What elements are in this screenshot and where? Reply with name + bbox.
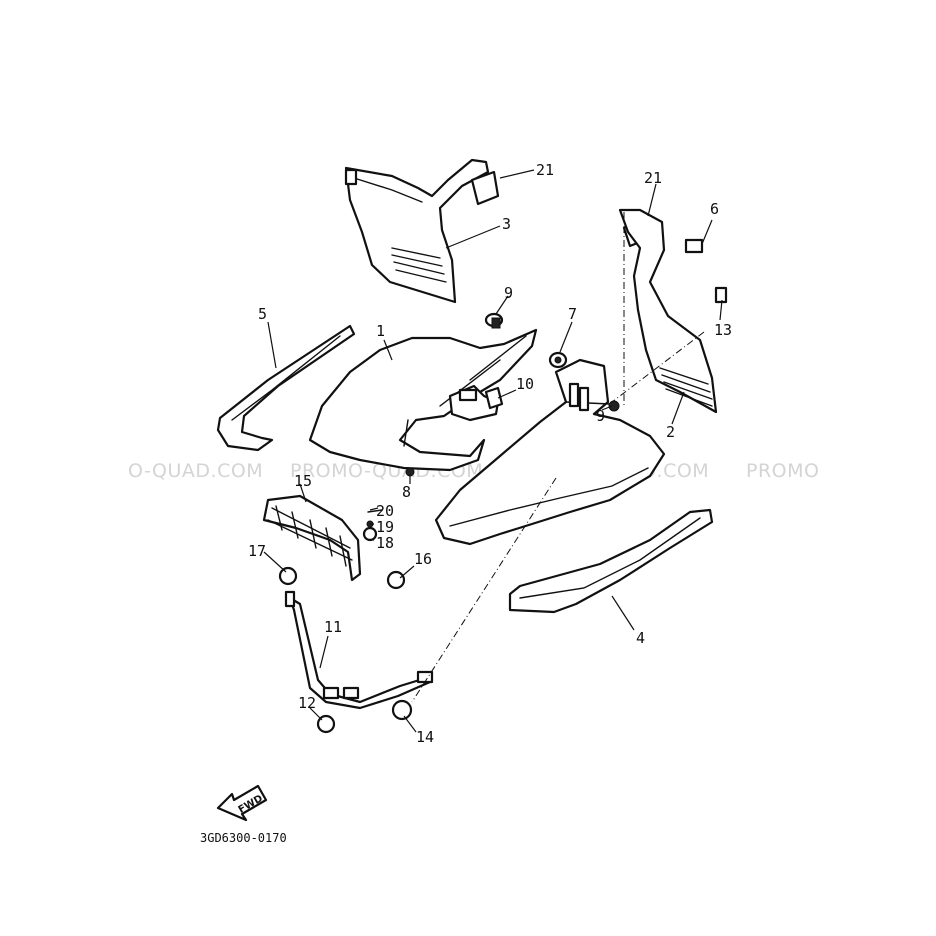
callout-18: 18	[376, 534, 394, 552]
leader-lines	[263, 169, 723, 733]
fwd-arrow-icon: FWD	[216, 784, 268, 822]
callout-labels: 1 2 3 4 5 6 7 8 9 9 10 11 12 13 14 15 16…	[248, 161, 732, 746]
callout-9: 9	[504, 284, 513, 302]
part-2-right-side-cover	[618, 208, 718, 414]
callout-21-second: 21	[644, 169, 662, 187]
callout-16: 16	[414, 550, 432, 568]
part-11-bar	[284, 590, 434, 710]
callout-3: 3	[502, 215, 511, 233]
callout-7: 7	[568, 305, 577, 323]
callout-10: 10	[516, 375, 534, 393]
callout-17: 17	[248, 542, 266, 560]
part-4-right-guard	[508, 508, 714, 614]
part-15-front-rack	[262, 494, 362, 582]
watermark-text: PROMO	[746, 460, 819, 482]
callout-4: 4	[636, 629, 645, 647]
diagram-code: 3GD6300-0170	[200, 831, 287, 845]
part-1-front-fender	[308, 328, 538, 472]
hardware-set	[278, 238, 728, 734]
callout-13: 13	[714, 321, 732, 339]
callout-8: 8	[402, 483, 411, 501]
callout-15: 15	[294, 472, 312, 490]
callout-1: 1	[376, 322, 385, 340]
part-21-pad-left	[470, 170, 500, 206]
callout-6: 6	[710, 200, 719, 218]
part-5-left-guard	[216, 324, 356, 452]
callout-11: 11	[324, 618, 342, 636]
callout-14: 14	[416, 728, 434, 746]
assembly-lines	[411, 212, 705, 703]
callout-12: 12	[298, 694, 316, 712]
callout-19: 19	[376, 518, 394, 536]
callout-2: 2	[666, 423, 675, 441]
callout-5: 5	[258, 305, 267, 323]
callout-21: 21	[536, 161, 554, 179]
callout-20: 20	[376, 502, 394, 520]
part-3-left-side-cover	[344, 158, 490, 304]
watermark-text: O-QUAD.COM	[128, 460, 263, 482]
part-rear-fender	[434, 358, 666, 546]
callout-9-second: 9	[596, 407, 605, 425]
